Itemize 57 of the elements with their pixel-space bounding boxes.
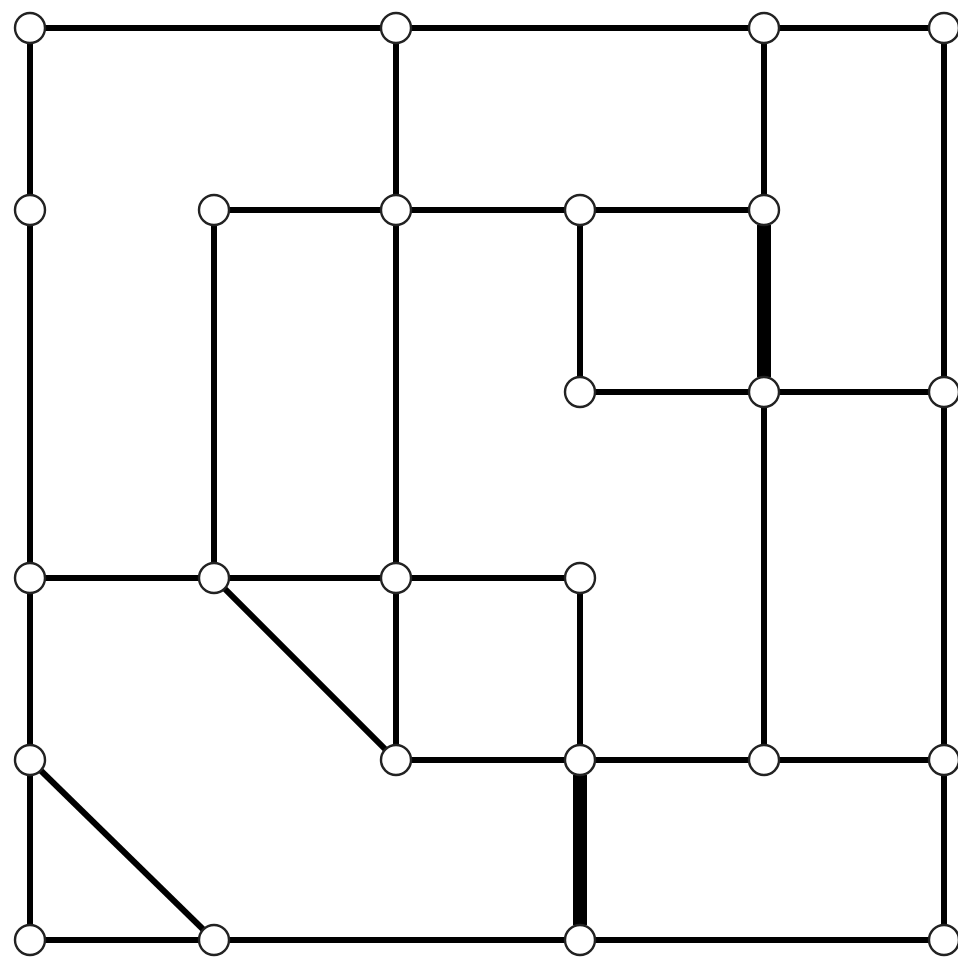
connector-line [393,593,399,745]
vertex-circle [197,193,231,227]
connector-line [211,225,217,563]
connector-line [779,389,929,395]
connector-line [229,207,381,213]
connector-line [761,407,767,745]
connector-line [27,43,33,195]
connector-line [595,389,749,395]
connector-line [45,937,199,943]
connector-line [229,575,381,581]
vertex-circle [379,11,413,45]
vertex-circle [197,561,231,595]
vertex-circle [13,923,47,957]
vertex-circle [563,193,597,227]
vertex-circle [379,193,413,227]
vertex-circle [197,923,231,957]
vertex-circle [747,375,781,409]
connector-line [577,225,583,377]
connector-line [941,43,947,377]
connector-line [941,407,947,745]
connector-line [573,775,587,925]
connector-line [941,775,947,925]
connector-line [761,43,767,195]
connector-line [27,593,33,745]
connector-line [411,25,749,31]
vertex-circle [13,193,47,227]
connector-line [27,225,33,563]
connector-line [595,207,749,213]
connector-line [27,775,33,925]
connector-line [411,757,565,763]
connector-line [45,575,199,581]
connector-line [45,25,381,31]
vertex-circle [747,11,781,45]
vertex-circle [563,743,597,777]
vertex-circle [747,193,781,227]
vertex-circle [13,11,47,45]
vertex-circle [747,743,781,777]
vertex-circle [13,561,47,595]
connector-line [595,937,929,943]
connector-line [779,757,929,763]
vertex-circle [379,743,413,777]
connector-line [757,225,771,377]
connector-line [222,586,388,752]
vertex-circle [379,561,413,595]
connector-line [595,757,749,763]
vertex-circle [13,743,47,777]
connector-line [411,575,565,581]
connector-line [779,25,929,31]
vertex-circle [563,923,597,957]
vertex-circle [563,375,597,409]
connector-line [229,937,565,943]
connector-line [393,225,399,563]
connector-line [411,207,565,213]
connector-line [38,768,206,932]
connector-line [577,593,583,745]
connector-line [393,43,399,195]
vertex-circle [563,561,597,595]
